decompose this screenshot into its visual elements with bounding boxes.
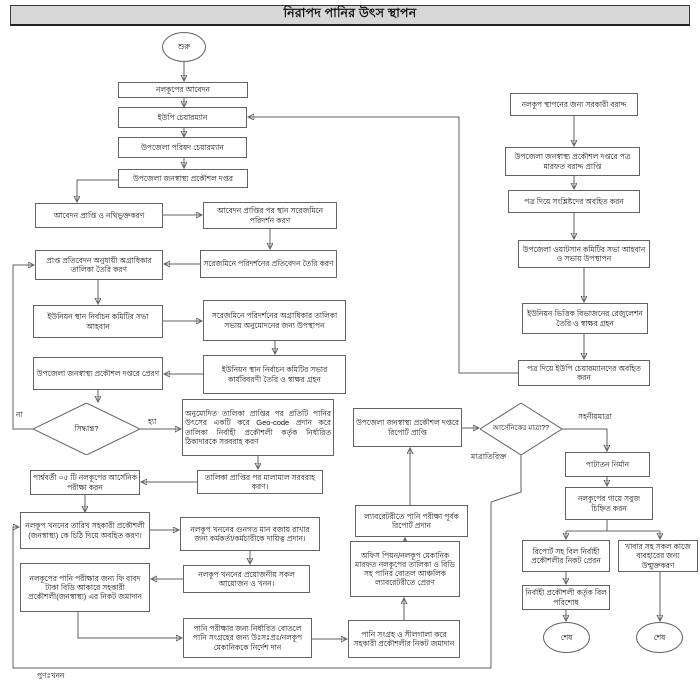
node-materials: তালিকা প্রাপ্তির পর মালামাল সরবরাহ করণ। — [197, 470, 323, 494]
node-upazila-chairman: উপজেলা পরিষদ চেয়ারম্যান — [118, 137, 247, 158]
node-watsan-meeting: উপজেলা ওয়াটসান কমিটির সভা আহবান ও সভায়… — [518, 240, 650, 268]
node-priority-list: প্রাপ্ত প্রতিবেদন অনুযায়ী অগ্রাধিকার তা… — [35, 250, 163, 280]
node-open-use: খাবার সহ সকল কাজে ব্যবহারের জন্য উন্মুক্… — [618, 540, 698, 572]
node-report-receipt: উপজেলা জনস্বাস্থ্য প্রকৌশল দপ্তরে রিপোর্… — [353, 408, 462, 447]
edge-label-tolerable: সহনীয়মাত্রা — [578, 412, 612, 421]
node-arsenic-level: আর্সেনিকের মাত্রা?? — [480, 403, 562, 455]
node-inform-chairmen: পত্র দিয়ে ইউপি চেয়ারম্যানদের অবহিত করন — [518, 360, 650, 386]
node-geocode: অনুমোদিত তালিকা প্রাপ্তির পর প্রতিটি পান… — [182, 399, 334, 456]
node-up-chairman: ইউপি চেয়ারম্যান — [118, 107, 247, 128]
node-drilling: নলকূপ খননের প্রয়োজনীয় সকল আয়োজন ও খনন… — [183, 565, 310, 593]
node-site-visit: আবেদন প্রাপ্তির পর স্থান সরেজমিনে পরিদর্… — [203, 202, 337, 229]
edge-label-yes: হ্যা — [148, 417, 157, 426]
node-union-resolution: ইউনিয়ন ভিত্তিক বিভাজনের রেজুলেশন তৈরি ও… — [522, 303, 648, 334]
node-inform-date: নলকূপ খননের তারিখ সহকারী প্রকৌশলী (জনস্ব… — [20, 512, 150, 549]
node-fee-deposit: নলকূপের পানি পরীক্ষার জন্য ফি বাবদ টাকা … — [20, 563, 150, 612]
node-application: নলকূপের আবেদন — [118, 82, 248, 98]
node-assign-quality: নলকূপ খননের গুনগত মান বজায় রাখার জন্য ক… — [180, 517, 320, 551]
node-arsenic-test: পার্শ্ববর্তী ০৫ টি নলকূপের আর্সেনিক পরীক… — [30, 470, 140, 495]
node-govt-allocation: নলকূপ স্থাপনের জন্য সরকারী বরাদ্দ — [510, 93, 638, 116]
edge-label-excessive: মাত্রাতিরিক্ত — [471, 452, 507, 461]
node-committee-meeting: ইউনিয়ন স্থান নির্বাচন কমিটির সভা আহবান — [33, 305, 163, 338]
node-seal-deposit: পানি সংগ্রহ ও সীলগালা করে সহকারী প্রকৌশল… — [348, 620, 460, 658]
node-decision-label: সিদ্ধান্ত? — [74, 423, 99, 433]
node-start: শুরু — [162, 32, 206, 62]
node-platform: পাটাতন নির্মান — [565, 452, 650, 477]
node-receive-register: আবেদন প্রাপ্তি ও নথিভুক্তকরণ — [35, 203, 163, 228]
node-bottle-instruct: পানি পরীক্ষার জন্য নির্ধারিত বোতলে পানি … — [183, 618, 312, 658]
edge-label-no: না — [16, 410, 23, 419]
node-green-mark: নলকূপের গায়ে সবুজ চিহ্নিত করন — [565, 487, 653, 520]
node-visit-report: সরেজমিনে পরিদর্শনের প্রতিবেদন তৈরি করণ — [200, 250, 337, 278]
edge-label-redig: পুণঃখনন — [37, 671, 65, 680]
node-end-right: শেষ — [636, 622, 683, 653]
node-decision: সিদ্ধান্ত? — [33, 403, 140, 455]
page-title: নিরাপদ পানির উৎস স্থাপন — [10, 5, 690, 26]
node-present-list: সরেজমিনে পরিদর্শনের অগ্রাধিকার তালিকা সভ… — [203, 300, 346, 341]
node-dphe-office: উপজেলা জনস্বাস্থ্য প্রকৌশল দপ্তর — [118, 169, 248, 188]
node-end-left: শেষ — [543, 622, 590, 653]
node-arsenic-level-label: আর্সেনিকের মাত্রা?? — [492, 424, 550, 432]
node-send-dphe: উপজেলা জনস্বাস্থ্য প্রকৌশল দপ্তরে প্রেরণ — [33, 357, 163, 390]
node-lab-report: ল্যাবরেটরীতে পানি পরীক্ষা পূর্বক রিপোর্ট… — [355, 505, 468, 537]
node-bill-send: রিপোর্ট সহ বিল নির্বাহী প্রকৌশলীর নিকট প… — [522, 540, 610, 572]
node-allocation-receipt: উপজেলা জনস্বাস্থ্য প্রকৌশল দপ্তরে পত্র ম… — [505, 147, 640, 176]
node-send-lab: অফিস পিয়ন/নলকূপ মেকানিক মারফত নলকূপের ত… — [350, 541, 460, 597]
node-inform-concerned: পত্র দিয়ে সংশ্লিষ্টদের অবহিত করন — [508, 190, 640, 213]
flow-arrows — [12, 62, 660, 669]
node-minutes: ইউনিয়ন স্থান নির্বাচন কমিটির সভার কার্য… — [203, 355, 346, 394]
node-bill-pay: নির্বাহী প্রকৌশলী কর্তৃক বিল পরিশোধ — [522, 585, 610, 610]
